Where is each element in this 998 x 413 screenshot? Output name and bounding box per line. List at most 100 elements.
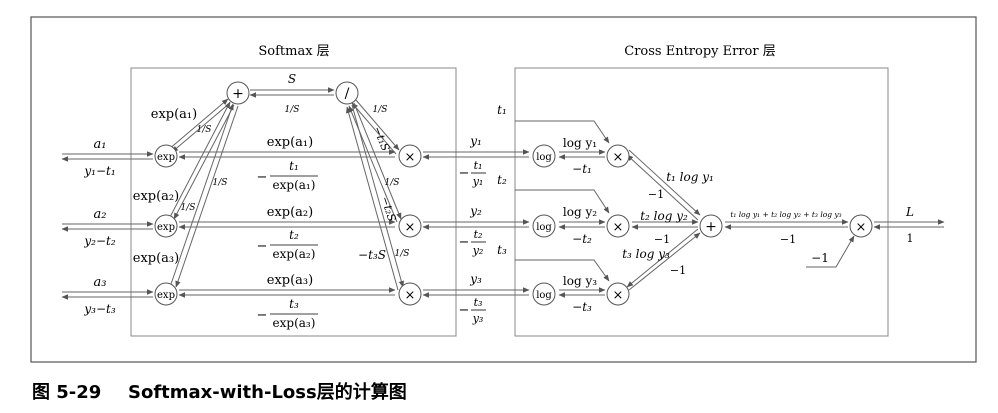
label-neg-t1: −t₁ — [572, 162, 592, 176]
label-log-y1: log y₁ — [563, 136, 597, 150]
label-t2: t₂ — [497, 173, 507, 187]
svg-text:×: × — [613, 288, 624, 303]
label-ty1-den: y₁ — [472, 175, 484, 188]
label-exp-a2-side: exp(a₂) — [133, 189, 179, 204]
label-exp-a3: exp(a₃) — [267, 273, 313, 288]
svg-text:+: + — [705, 219, 717, 235]
label-y1: y₁ — [469, 134, 482, 148]
label-neg-1: − — [257, 170, 268, 185]
label-d2-num: t₂ — [289, 228, 299, 242]
label-log-y3: log y₃ — [563, 274, 597, 288]
label-d1-num: t₁ — [289, 159, 299, 173]
label-t3S: −t₃S — [358, 248, 386, 262]
edges — [61, 87, 945, 300]
label-exp-a1: exp(a₁) — [267, 135, 313, 150]
svg-text:+: + — [232, 86, 244, 102]
label-tlog2: t₂ log y₂ — [640, 209, 688, 223]
label-ty3-den: y₃ — [472, 312, 484, 325]
multiply-node-1: × — [398, 144, 422, 168]
figure-frame — [30, 16, 977, 363]
cee-layer-box — [514, 67, 889, 337]
multiply-node-2: × — [398, 214, 422, 238]
divide-node: / — [335, 81, 359, 105]
exp-node-1: exp — [154, 144, 178, 168]
label-neg-2: − — [257, 239, 268, 254]
label-inv-S-d: 1/S — [373, 105, 388, 115]
label-ty1-num: t₁ — [474, 159, 483, 172]
label-y2: y₂ — [469, 204, 482, 218]
label-t1: t₁ — [497, 103, 507, 117]
label-tlog3: t₃ log y₃ — [622, 247, 670, 261]
label-neg-3: − — [257, 308, 268, 323]
label-inv-S-a: 1/S — [197, 125, 212, 135]
label-minus-one-3: −1 — [670, 264, 686, 277]
label-ty3-num: t₃ — [474, 296, 483, 309]
cee-layer-title: Cross Entropy Error 层 — [624, 44, 775, 59]
svg-text:log: log — [536, 152, 552, 163]
label-y3: y₃ — [469, 272, 482, 286]
label-grad-a2: y₂−t₂ — [83, 234, 115, 248]
label-a3: a₃ — [94, 275, 107, 290]
svg-text:log: log — [536, 222, 552, 233]
label-neg-ty2: − — [459, 235, 470, 250]
label-neg-t3: −t₃ — [572, 300, 592, 314]
svg-text:×: × — [613, 220, 624, 235]
label-tlog1: t₁ log y₁ — [666, 170, 714, 184]
cee-multiply-node-1: × — [606, 144, 630, 168]
label-L: L — [905, 205, 914, 219]
cee-multiply-node-3: × — [606, 282, 630, 306]
label-minus-one-2: −1 — [654, 233, 670, 246]
label-neg-t2: −t₂ — [572, 232, 592, 246]
edge-labels: a₁ y₁−t₁ a₂ y₂−t₂ a₃ y₃−t₃ S 1/S 1/S 1/S… — [83, 72, 914, 330]
label-ty2-den: y₂ — [472, 244, 484, 257]
label-a2: a₂ — [94, 207, 107, 222]
svg-text:/: / — [345, 86, 350, 102]
label-neg-ty3: − — [459, 303, 470, 318]
label-d2-den: exp(a₂) — [273, 247, 316, 261]
cee-multiply-node-2: × — [606, 214, 630, 238]
multiply-node-3: × — [398, 282, 422, 306]
label-exp-a2: exp(a₂) — [267, 205, 313, 220]
svg-text:×: × — [405, 288, 416, 303]
svg-text:×: × — [613, 150, 624, 165]
label-minus-one-4: −1 — [780, 233, 796, 246]
label-d3-num: t₃ — [289, 297, 299, 311]
label-inv-S-b: 1/S — [181, 203, 196, 213]
label-t1S: −t₁S — [370, 124, 392, 153]
svg-text:×: × — [405, 150, 416, 165]
log-node-3: log — [532, 282, 556, 306]
label-inv-S-f: 1/S — [395, 249, 410, 259]
label-sum-expression: t₁ log y₁ + t₂ log y₂ + t₃ log y₃ — [730, 210, 841, 219]
svg-text:×: × — [405, 220, 416, 235]
label-grad-a1: y₁−t₁ — [83, 164, 115, 178]
exp-node-3: exp — [154, 282, 178, 306]
label-d1-den: exp(a₁) — [273, 178, 316, 192]
softmax-layer-title: Softmax 层 — [258, 44, 329, 59]
label-inv-S-top: 1/S — [285, 105, 300, 115]
label-exp-a3-side: exp(a₃) — [133, 251, 179, 266]
svg-text:exp: exp — [157, 152, 175, 163]
label-minus-one-1: −1 — [648, 188, 664, 201]
label-minus-one-input: −1 — [811, 251, 829, 265]
cee-sum-node: + — [699, 214, 723, 238]
label-a1: a₁ — [94, 137, 107, 152]
figure-caption-number: 图 5-29 — [32, 382, 101, 403]
label-S: S — [288, 72, 296, 86]
cee-final-multiply-node: × — [849, 214, 873, 238]
label-d3-den: exp(a₃) — [273, 316, 316, 330]
svg-text:exp: exp — [157, 222, 175, 233]
label-one: 1 — [907, 232, 914, 245]
softmax-layer-box — [130, 67, 457, 337]
label-t3: t₃ — [497, 243, 507, 257]
log-node-1: log — [532, 144, 556, 168]
svg-text:×: × — [856, 220, 867, 235]
label-neg-ty1: − — [459, 166, 470, 181]
label-inv-S-c: 1/S — [213, 178, 228, 188]
label-grad-a3: y₃−t₃ — [83, 302, 115, 316]
label-log-y2: log y₂ — [563, 205, 597, 219]
label-ty2-num: t₂ — [474, 228, 483, 241]
nodes: exp exp exp + / × × × — [154, 81, 873, 306]
label-inv-S-e: 1/S — [385, 178, 400, 188]
sum-node: + — [226, 81, 250, 105]
